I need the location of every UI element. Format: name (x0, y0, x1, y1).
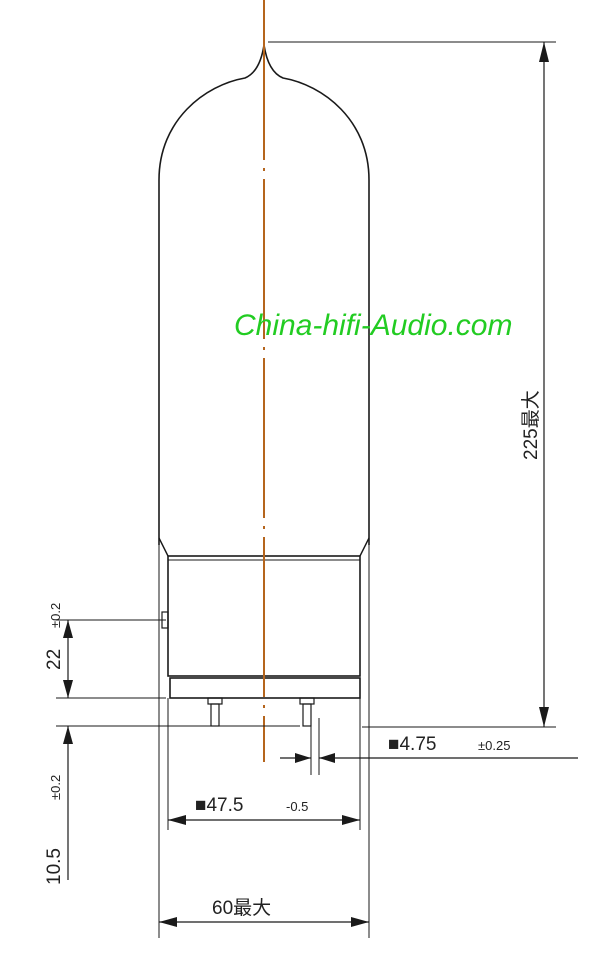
diameter-dimension (158, 545, 370, 938)
watermark-text: China-hifi-Audio.com (234, 309, 512, 342)
diameter-label: 60最大 (212, 897, 271, 919)
base-square-label: ■47.5 (195, 795, 243, 816)
height-label: 225最大 (520, 390, 542, 460)
pin-right (299, 697, 315, 727)
base-height-tolerance: ±0.2 (48, 603, 63, 628)
base-height-label: 22 (44, 649, 65, 670)
pin-height-dimension (56, 725, 300, 880)
base-square-dimension (167, 698, 361, 830)
height-dimension (268, 41, 556, 728)
pin-height-tolerance: ±0.2 (48, 775, 63, 800)
base-height-dimension (56, 619, 166, 699)
pin-dimension (280, 718, 578, 775)
base-square-tolerance: -0.5 (286, 799, 308, 814)
pin-square-label: ■4.75 (388, 734, 436, 755)
pin-square-tolerance: ±0.25 (478, 738, 510, 753)
pin-height-label: 10.5 (44, 848, 65, 885)
pin-left (207, 697, 223, 727)
bulb-bottom-flare (158, 537, 370, 557)
